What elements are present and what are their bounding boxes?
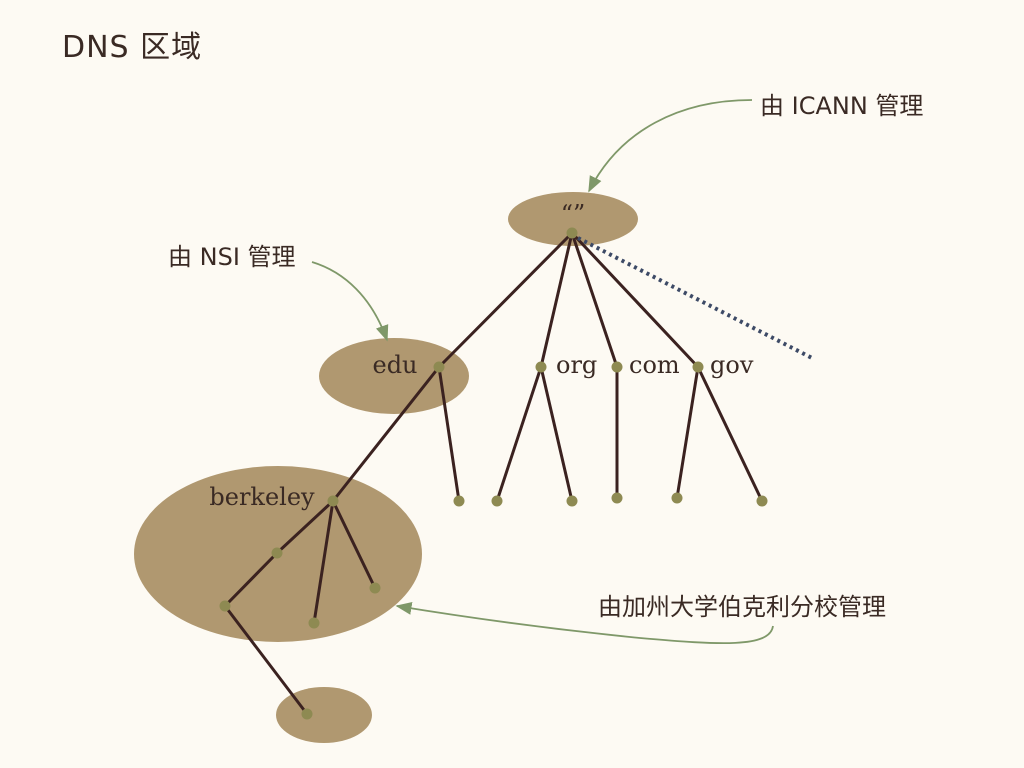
label-org: org — [556, 351, 597, 379]
node-berkeley-subzone-node — [301, 708, 313, 720]
edge-org-org-leaf-1 — [495, 365, 543, 503]
node-berkeley-child-1 — [271, 547, 283, 559]
edge-berkeley-berkeley-child-1 — [275, 499, 335, 555]
node-gov-leaf-2 — [756, 495, 768, 507]
edge-edu-berkeley — [331, 365, 441, 503]
node-gov-leaf-1 — [671, 492, 683, 504]
node-berkeley-child-3 — [369, 582, 381, 594]
edge-root-com — [570, 231, 619, 369]
edge-org-org-leaf-2 — [539, 365, 574, 503]
node-com-leaf — [611, 492, 623, 504]
node-gov — [692, 361, 704, 373]
edge-berkeley-berkeley-child-2 — [312, 499, 335, 625]
edge-edu-edu-leaf — [437, 365, 461, 503]
icann-annotation: 由 ICANN 管理 — [760, 92, 924, 120]
berkeley-annotation: 由加州大学伯克利分校管理 — [598, 593, 886, 621]
edge-gov-gov-leaf-2 — [696, 365, 764, 503]
nsi-callout-arrow — [311, 261, 389, 342]
node-berkeley — [327, 495, 339, 507]
node-edu — [433, 361, 445, 373]
edu-zone — [319, 338, 469, 414]
nsi-annotation: 由 NSI 管理 — [168, 243, 296, 271]
label-com: com — [629, 351, 680, 379]
node-org — [535, 361, 547, 373]
edge-berkeley-child-1-berkeley-grandchild — [223, 551, 279, 608]
node-org-leaf-2 — [566, 495, 578, 507]
icann-callout-arrow — [588, 99, 753, 193]
root-zone — [508, 192, 638, 246]
edge-gov-gov-leaf-1 — [675, 365, 700, 500]
node-berkeley-grandchild — [219, 600, 231, 612]
berkeley-callout-arrow — [395, 601, 774, 645]
slide-title: DNS 区域 — [62, 30, 203, 65]
edge-root-gov — [570, 231, 700, 369]
label-root: “” — [561, 200, 586, 228]
node-com — [611, 361, 623, 373]
label-gov: gov — [710, 351, 754, 379]
label-edu: edu — [372, 351, 417, 379]
berkeley-subzone — [276, 687, 372, 743]
node-edu-leaf — [453, 495, 465, 507]
node-berkeley-child-2 — [308, 617, 320, 629]
edge-root-org — [539, 231, 574, 369]
more-tlds-dotted-edge — [577, 236, 813, 360]
edge-berkeley-grandchild-berkeley-subzone-node — [223, 604, 309, 716]
node-root — [566, 227, 578, 239]
label-berkeley: berkeley — [209, 483, 315, 511]
node-org-leaf-1 — [491, 495, 503, 507]
edge-root-edu — [437, 231, 574, 369]
edge-berkeley-berkeley-child-3 — [331, 499, 377, 590]
